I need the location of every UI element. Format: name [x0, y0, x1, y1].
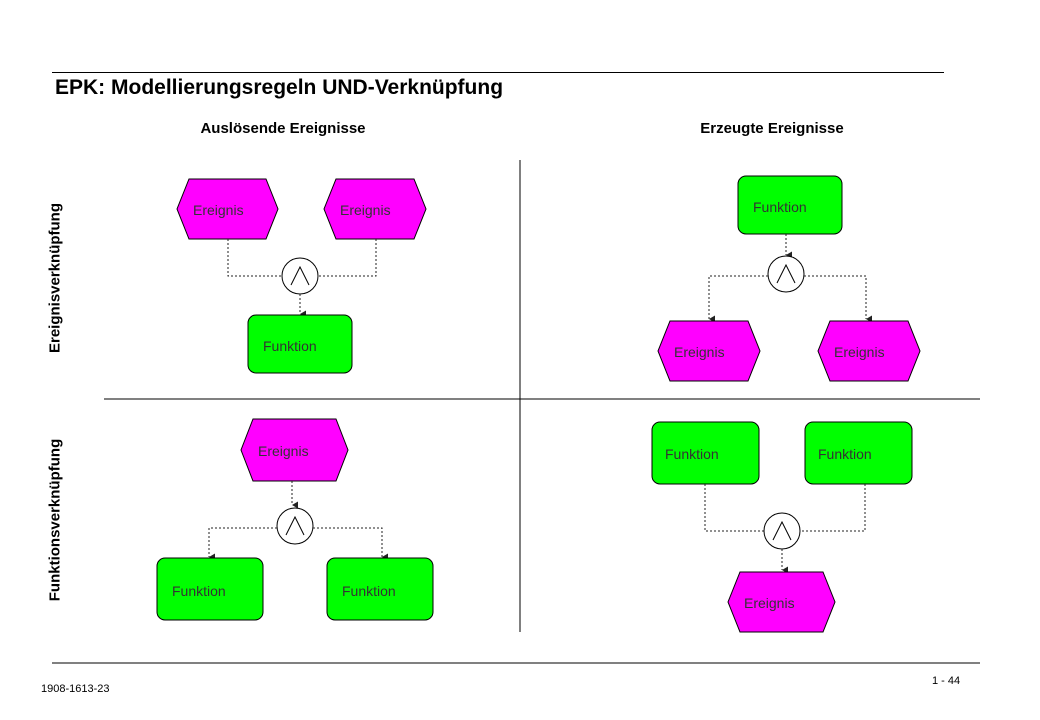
event-node [657, 320, 761, 382]
function-label: Funktion [753, 199, 807, 215]
function-label: Funktion [342, 583, 396, 599]
quadrant-event-trigger: Ereignis Ereignis Funktion [176, 178, 427, 374]
function-label: Funktion [172, 583, 226, 599]
and-operator-icon [281, 257, 319, 295]
function-node [804, 421, 913, 485]
document-id: 1908-1613-23 [41, 683, 110, 695]
event-node [176, 178, 279, 240]
function-node [247, 314, 353, 374]
quadrant-event-generated: Funktion Ereignis Ereignis [657, 175, 921, 382]
connection-arrow [708, 275, 768, 323]
function-node [156, 557, 264, 621]
function-label: Funktion [263, 338, 317, 354]
column-header-triggering-events: Auslösende Ereignisse [200, 120, 366, 137]
function-node [737, 175, 843, 235]
connection-arrow [313, 527, 388, 561]
event-label: Ereignis [744, 595, 795, 611]
event-label: Ereignis [834, 344, 885, 360]
quadrant-function-generated: Funktion Funktion Ereignis [651, 421, 913, 633]
event-label: Ereignis [674, 344, 725, 360]
event-label: Ereignis [258, 443, 309, 459]
event-node [817, 320, 921, 382]
connection-arrow [208, 527, 277, 561]
and-operator-icon [767, 255, 805, 293]
page-title: EPK: Modellierungsregeln UND-Verknüpfung [55, 76, 504, 99]
function-node [326, 557, 434, 621]
connection-line [800, 484, 866, 532]
function-label: Funktion [665, 446, 719, 462]
function-label: Funktion [818, 446, 872, 462]
column-header-generated-events: Erzeugte Ereignisse [700, 120, 844, 137]
quadrant-function-trigger: Ereignis Funktion Funktion [156, 418, 434, 621]
and-operator-icon [763, 512, 801, 550]
event-label: Ereignis [340, 202, 391, 218]
top-rule [52, 72, 944, 73]
event-node [240, 418, 349, 482]
connection-line [704, 484, 764, 532]
event-node [727, 571, 836, 633]
connection-arrow [804, 275, 872, 323]
connection-line [227, 239, 282, 277]
and-operator-icon [276, 507, 314, 545]
connection-line [318, 239, 377, 277]
page-number: 1 - 44 [932, 675, 961, 687]
event-label: Ereignis [193, 202, 244, 218]
event-node [323, 178, 427, 240]
